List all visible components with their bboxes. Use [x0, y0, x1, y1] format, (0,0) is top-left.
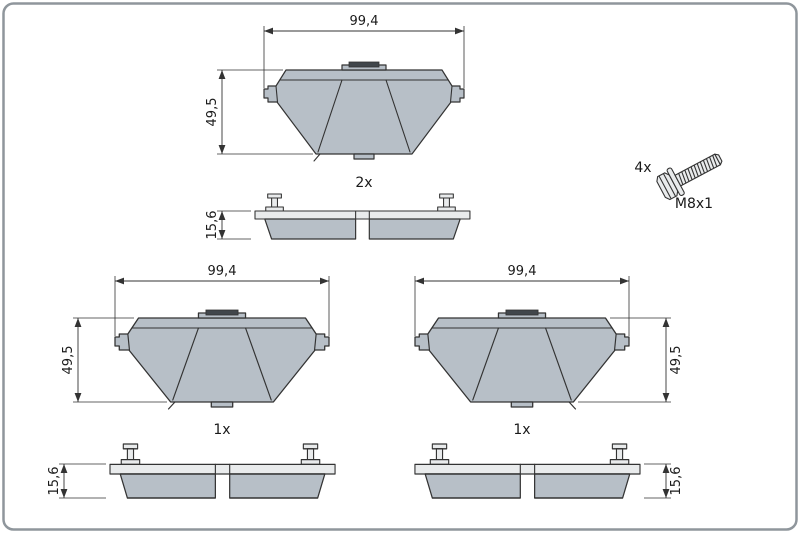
fastener-bolt-drawing: 4x M8x1 [634, 153, 723, 212]
top-width-dimension-label: 99,4 [350, 14, 379, 29]
bottom-left-quantity-label: 1x [213, 422, 230, 438]
bolt-thread-label: M8x1 [675, 196, 713, 212]
bolt-icon [656, 153, 723, 201]
bottom-left-width-dimension-label: 99,4 [208, 264, 237, 279]
bottom-right-height-dimension-label: 49,5 [669, 346, 684, 375]
top-quantity-label: 2x [355, 175, 372, 191]
top-height-dimension-label: 49,5 [205, 98, 220, 127]
bottom-left-height-dimension-label: 49,5 [61, 346, 76, 375]
top-width-extension-lines [263, 26, 465, 88]
bottom-left-thickness-dimension-label: 15,6 [47, 467, 62, 496]
bottom-left-height-extension-lines [73, 317, 167, 403]
bottom-right-width-extension-lines [414, 276, 630, 336]
bolt-quantity-label: 4x [634, 160, 651, 176]
bottom-right-height-extension-lines [578, 317, 671, 403]
bottom-right-pad-drawing: 99,4 49,5 1x 15,6 [414, 264, 684, 499]
bottom-right-quantity-label: 1x [513, 422, 530, 438]
bottom-right-thickness-dimension-label: 15,6 [669, 467, 684, 496]
bottom-left-pad-drawing: 99,4 49,5 1x 15,6 [47, 264, 336, 499]
top-pad-drawing: 99,4 49,5 2x 15,6 [205, 14, 471, 240]
bottom-left-width-extension-lines [114, 276, 330, 336]
top-thickness-dimension-label: 15,6 [205, 211, 220, 240]
top-height-extension-lines [217, 69, 313, 155]
bottom-right-width-dimension-label: 99,4 [508, 264, 537, 279]
